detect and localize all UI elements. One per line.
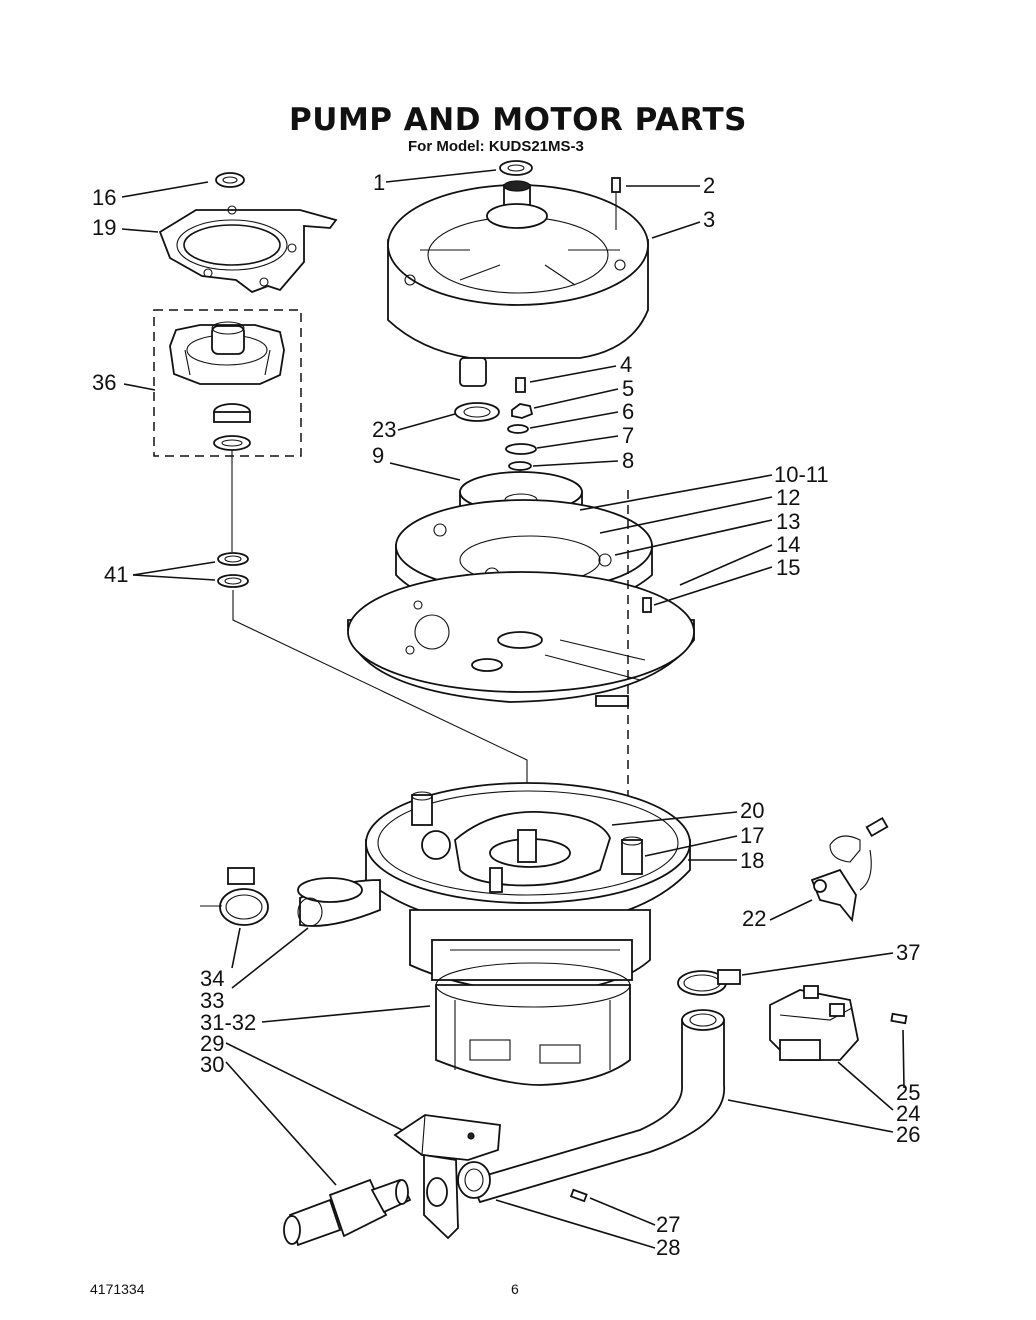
- part-14-base-plate: [347, 571, 695, 707]
- callout-6: 6: [622, 399, 634, 424]
- callout-31-32: 31-32: [200, 1010, 256, 1035]
- part-36-seal: [213, 403, 251, 451]
- callout-5: 5: [622, 376, 634, 401]
- callout-17: 17: [740, 823, 764, 848]
- callout-labels: 16 19 36 41 1 2 3 4 5 6 7 8 23 9 10-11 1…: [92, 170, 920, 1260]
- callout-28: 28: [656, 1235, 680, 1260]
- callout-8: 8: [622, 448, 634, 473]
- callout-19: 19: [92, 215, 116, 240]
- page-title: PUMP AND MOTOR PARTS: [289, 102, 747, 138]
- part-7-spring-washer: [505, 443, 537, 455]
- callout-20: 20: [740, 798, 764, 823]
- page-number: 6: [511, 1281, 519, 1297]
- part-19-gasket: [158, 205, 338, 294]
- part-30-fitting: [283, 1178, 412, 1247]
- part-8-washer: [508, 461, 532, 471]
- callout-18: 18: [740, 848, 764, 873]
- callout-7: 7: [622, 423, 634, 448]
- callout-23: 23: [372, 417, 396, 442]
- leader-lines: [121, 169, 905, 1249]
- part-5-nut: [511, 403, 534, 419]
- callout-27: 27: [656, 1212, 680, 1237]
- callout-1: 1: [373, 170, 385, 195]
- callout-24: 24: [896, 1101, 920, 1126]
- callout-2: 2: [703, 173, 715, 198]
- callout-10-11: 10-11: [774, 462, 829, 487]
- part-23-seal: [454, 402, 500, 422]
- part-27-screw: [569, 1188, 588, 1203]
- callout-33: 33: [200, 988, 224, 1013]
- part-4-screw: [515, 377, 526, 393]
- part-34-clamp: [219, 867, 269, 926]
- callout-16: 16: [92, 185, 116, 210]
- callout-25: 25: [896, 1080, 920, 1105]
- part-1-bearing: [499, 160, 533, 176]
- part-18-upper-housing: [365, 782, 691, 929]
- part-25-screw: [890, 1012, 908, 1025]
- callout-15: 15: [776, 555, 800, 580]
- part-3-motor-cover: [387, 180, 649, 387]
- part-6-washer: [507, 424, 529, 434]
- callout-30: 30: [200, 1052, 224, 1077]
- callout-4: 4: [620, 352, 632, 377]
- model-subtitle: For Model: KUDS21MS-3: [408, 138, 584, 155]
- part-2-screw: [611, 177, 621, 200]
- callout-13: 13: [776, 509, 800, 534]
- callout-37: 37: [896, 940, 920, 965]
- callout-14: 14: [776, 532, 800, 557]
- part-22-sensor: [810, 816, 889, 923]
- part-36-housing: [169, 321, 285, 385]
- callout-26: 26: [896, 1122, 920, 1147]
- part-36-assembly-box: [153, 309, 302, 457]
- callout-22: 22: [742, 906, 766, 931]
- document-number: 4171334: [90, 1281, 145, 1297]
- callout-34: 34: [200, 966, 224, 991]
- part-26-hose: [468, 1009, 725, 1204]
- part-16-washer: [215, 172, 245, 188]
- part-24-switch: [769, 985, 859, 1061]
- part-37-clamp: [677, 969, 741, 996]
- part-33-inlet-tube: [297, 877, 381, 927]
- part-31-32-motor: [409, 909, 651, 1086]
- callout-9: 9: [372, 443, 384, 468]
- part-41-orings: [217, 552, 249, 588]
- part-15-screw: [642, 597, 652, 613]
- callout-29: 29: [200, 1031, 224, 1056]
- part-28-nut: [426, 1161, 491, 1207]
- callout-12: 12: [776, 485, 800, 510]
- callout-41: 41: [104, 562, 128, 587]
- callout-3: 3: [703, 207, 715, 232]
- callout-36: 36: [92, 370, 116, 395]
